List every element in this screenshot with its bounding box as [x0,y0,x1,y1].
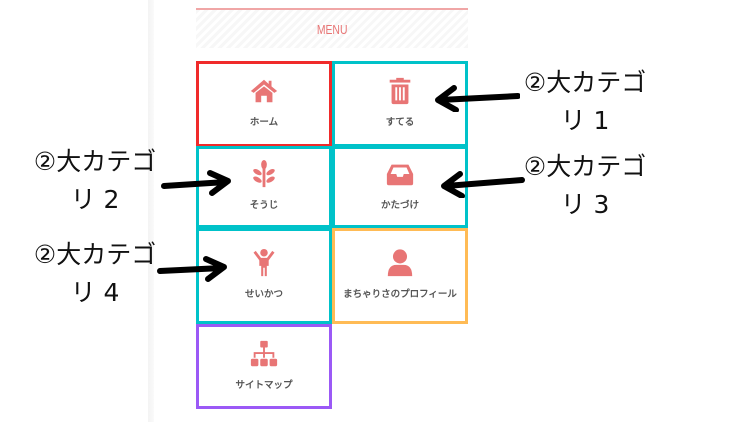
menu-item-sitemap[interactable]: サイトマップ [196,324,332,409]
sitemap-icon [250,340,278,366]
arrow-right-icon [157,256,227,282]
menu-item-label: すてる [385,117,415,128]
user-icon [387,249,413,277]
annotation-text: ②大カテゴ [33,240,157,269]
menu-title: MENU [316,21,348,37]
inbox-tray-icon [386,164,414,186]
arrow-left-icon [435,85,520,112]
annotation-category-4: ②大カテゴリ 4 [20,236,170,312]
annotation-text: リ 4 [70,278,120,307]
page-edge [148,0,154,422]
menu-item-label: かたづけ [380,200,419,211]
menu-item-label: ホーム [249,117,279,128]
menu-item-seikatsu[interactable]: せいかつ [196,228,332,324]
person-raising-arms-icon [253,248,275,277]
annotation-category-2: ②大カテゴリ 2 [20,143,170,219]
menu-item-suteru[interactable]: すてる [332,61,468,147]
arrow-left-icon [441,171,525,198]
menu-item-label: まちゃりさのプロフィール [343,289,457,300]
trash-icon [389,77,411,105]
annotation-category-1: ②大カテゴリ 1 [515,64,655,140]
menu-item-label: せいかつ [244,289,283,300]
menu-item-label: サイトマップ [235,379,293,391]
annotation-text: ②大カテゴ [523,152,647,181]
menu-item-profile[interactable]: まちゃりさのプロフィール [332,228,468,324]
annotation-text: ②大カテゴ [523,68,647,97]
menu-item-label: そうじ [249,200,279,211]
menu-header: MENU [196,8,468,48]
annotation-text: ②大カテゴ [33,147,157,176]
leaf-icon [253,159,275,188]
home-icon [250,79,278,103]
menu-item-home[interactable]: ホーム [196,61,332,147]
annotation-text: リ 1 [560,106,610,135]
annotation-text: リ 3 [560,190,610,219]
annotation-text: リ 2 [70,185,120,214]
arrow-right-icon [161,170,231,196]
annotation-category-3: ②大カテゴリ 3 [515,148,655,224]
